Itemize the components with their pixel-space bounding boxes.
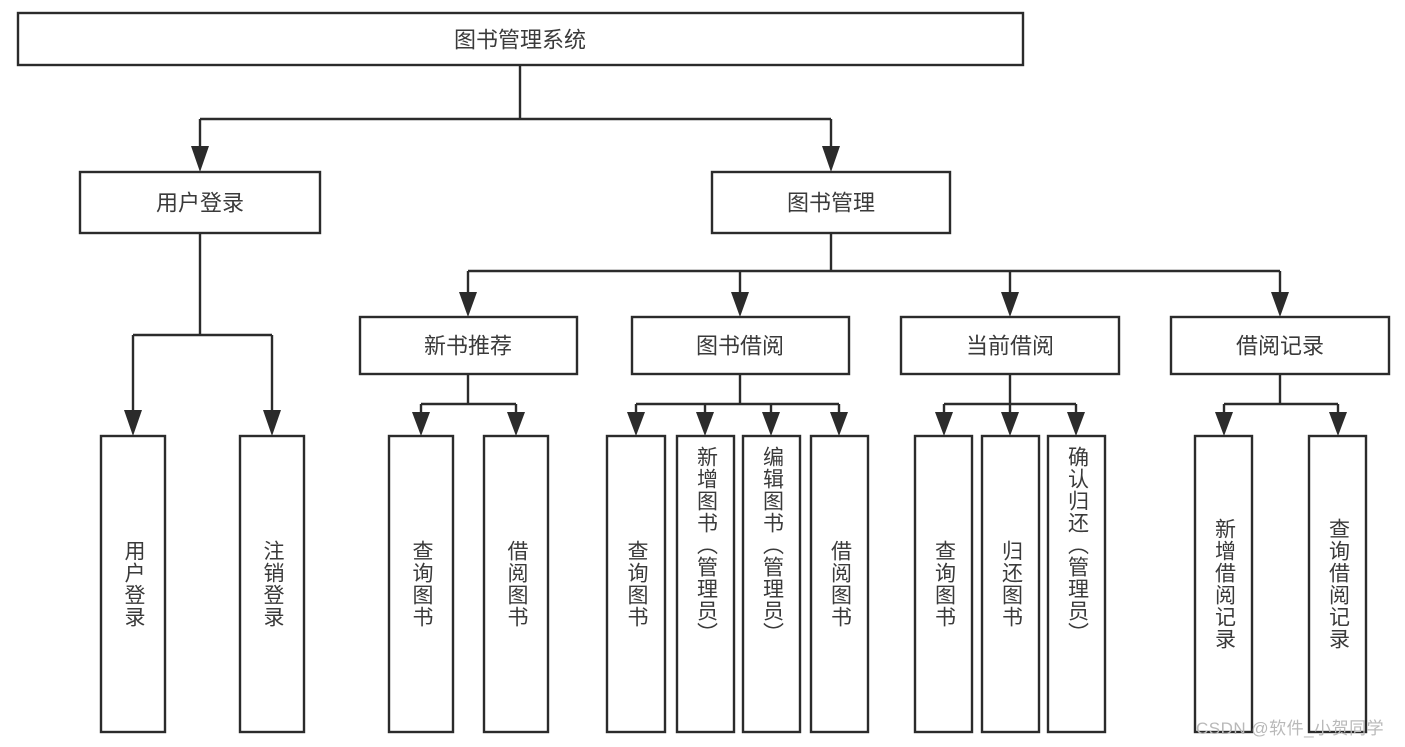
connector-new-book-to-leaves (412, 374, 525, 436)
node-new-book-recommend[interactable] (358, 315, 579, 376)
connector-root-to-level1 (191, 65, 840, 172)
node-leaf-query-book-1[interactable] (387, 434, 455, 734)
node-leaf-confirm-return-admin-label: 确认归还（管理员） (1065, 446, 1089, 644)
arrow-head-icon (124, 410, 142, 436)
arrow-head-icon (1329, 412, 1347, 436)
arrow-head-icon (731, 292, 749, 317)
node-leaf-logout-label: 注销登录 (261, 540, 285, 628)
node-leaf-borrow-book-1[interactable] (482, 434, 550, 734)
arrow-head-icon (1271, 292, 1289, 317)
node-leaf-user-login-label: 用户登录 (122, 540, 146, 628)
node-current-borrow[interactable] (899, 315, 1121, 376)
node-leaf-borrow-book-2-label: 借阅图书 (828, 540, 852, 628)
node-borrow-record[interactable] (1169, 315, 1391, 376)
node-leaf-add-borrow-record-label: 新增借阅记录 (1212, 518, 1236, 650)
node-leaf-borrow-book-1-label: 借阅图书 (505, 540, 529, 628)
node-leaf-return-book-label: 归还图书 (999, 540, 1023, 628)
arrow-head-icon (1001, 292, 1019, 317)
node-leaf-add-book-admin[interactable] (675, 434, 736, 734)
node-user-login-label: 用户登录 (156, 191, 244, 216)
node-leaf-query-book-3[interactable] (913, 434, 974, 734)
node-new-book-recommend-label: 新书推荐 (424, 334, 512, 359)
arrow-head-icon (263, 410, 281, 436)
node-leaf-add-book-admin-label: 新增图书（管理员） (694, 446, 718, 644)
arrow-head-icon (1215, 412, 1233, 436)
node-book-borrow[interactable] (630, 315, 851, 376)
node-leaf-user-login[interactable] (99, 434, 167, 734)
node-user-login[interactable] (78, 170, 322, 235)
arrow-head-icon (412, 412, 430, 436)
node-leaf-confirm-return-admin[interactable] (1046, 434, 1107, 734)
node-borrow-record-label: 借阅记录 (1236, 334, 1324, 359)
node-current-borrow-label: 当前借阅 (966, 334, 1054, 359)
arrow-head-icon (762, 412, 780, 436)
node-leaf-borrow-book-2[interactable] (809, 434, 870, 734)
arrow-head-icon (830, 412, 848, 436)
node-leaf-edit-book-admin[interactable] (741, 434, 802, 734)
node-leaf-logout[interactable] (238, 434, 306, 734)
arrow-head-icon (191, 146, 209, 172)
arrow-head-icon (696, 412, 714, 436)
arrow-head-icon (822, 146, 840, 172)
arrow-head-icon (507, 412, 525, 436)
arrow-head-icon (1001, 412, 1019, 436)
node-root-book-management-system[interactable] (16, 11, 1025, 67)
node-leaf-query-borrow-record[interactable] (1307, 434, 1368, 734)
node-leaf-query-borrow-record-label: 查询借阅记录 (1326, 518, 1350, 650)
node-root-label: 图书管理系统 (454, 28, 586, 53)
arrow-head-icon (627, 412, 645, 436)
node-book-management-label: 图书管理 (787, 191, 875, 216)
connector-current-borrow-to-leaves (935, 374, 1085, 436)
arrow-head-icon (935, 412, 953, 436)
arrow-head-icon (459, 292, 477, 317)
node-leaf-query-book-1-label: 查询图书 (410, 540, 434, 628)
node-leaf-query-book-2[interactable] (605, 434, 667, 734)
connector-book-mgmt-to-level2 (459, 233, 1289, 317)
node-book-management[interactable] (710, 170, 952, 235)
connector-user-login-to-leaves (124, 233, 281, 436)
arrow-head-icon (1067, 412, 1085, 436)
watermark-text: CSDN @软件_小贺同学 (1196, 719, 1385, 738)
node-leaf-add-borrow-record[interactable] (1193, 434, 1254, 734)
node-leaf-edit-book-admin-label: 编辑图书（管理员） (760, 446, 784, 644)
node-leaf-query-book-2-label: 查询图书 (625, 540, 649, 628)
node-book-borrow-label: 图书借阅 (696, 334, 784, 359)
node-leaf-query-book-3-label: 查询图书 (932, 540, 956, 628)
connector-borrow-record-to-leaves (1215, 374, 1347, 436)
connector-book-borrow-to-leaves (627, 374, 848, 436)
node-leaf-return-book[interactable] (980, 434, 1041, 734)
